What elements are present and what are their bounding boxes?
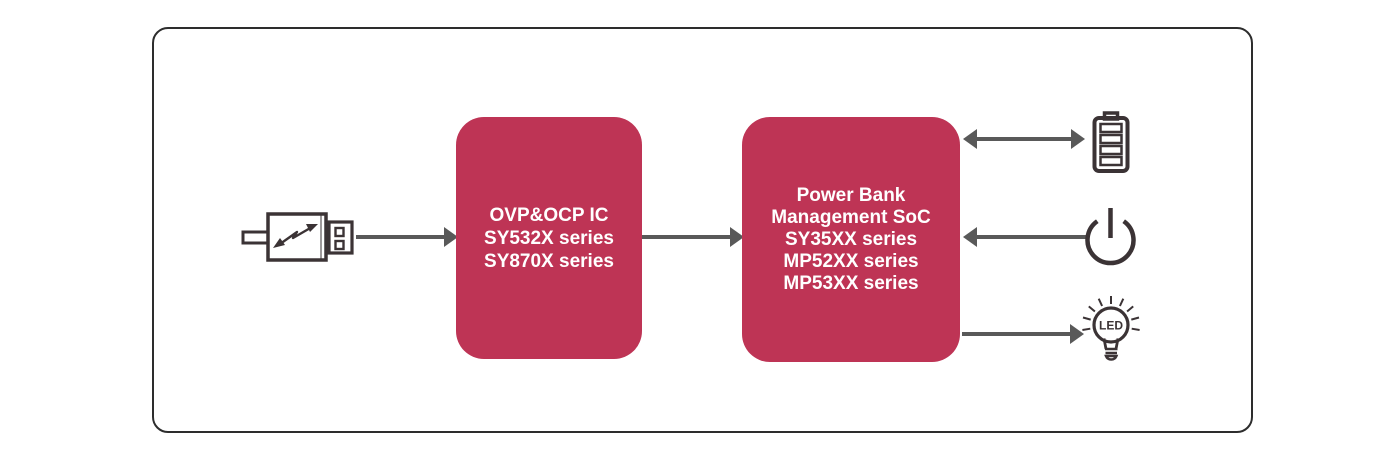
block-power-bank-management-soc: Power Bank Management SoC SY35XX series … xyxy=(742,117,960,362)
power-button-icon xyxy=(1085,208,1136,266)
battery-body xyxy=(1092,116,1130,173)
block-text-line: MP53XX series xyxy=(783,272,919,294)
bulb-base xyxy=(1105,347,1118,355)
block-text-line: Management SoC xyxy=(771,206,931,228)
usb-plug-body xyxy=(266,212,328,262)
usb-cable-stub xyxy=(241,230,270,245)
block-text-line: Power Bank xyxy=(796,184,906,206)
arrow-usb-to-ovp xyxy=(356,227,458,247)
bulb-cap xyxy=(1104,354,1119,361)
block-text-line: SY35XX series xyxy=(784,228,918,250)
usb-connector xyxy=(327,220,354,255)
block-text-line: OVP&OCP IC xyxy=(489,204,609,226)
diagram-frame xyxy=(152,27,1253,433)
block-text-line: SY532X series xyxy=(484,227,614,249)
bulb-glass xyxy=(1092,306,1130,344)
arrow-soc-to-led xyxy=(962,324,1084,344)
block-ovp-ocp-ic: OVP&OCP IC SY532X series SY870X series xyxy=(456,117,642,359)
led-bulb-icon: LED xyxy=(1082,296,1140,361)
lightning-bolt-icon xyxy=(273,224,318,248)
usb-pin-top xyxy=(334,226,345,238)
usb-plug-face xyxy=(320,213,328,261)
led-rays xyxy=(1082,296,1140,331)
bulb-neck xyxy=(1102,338,1120,350)
arrow-soc-battery-bidirectional xyxy=(963,129,1085,149)
battery-icon xyxy=(1092,111,1130,173)
led-label: LED xyxy=(1099,319,1123,333)
arrow-ovp-to-soc xyxy=(642,227,744,247)
arrow-power-button-to-soc xyxy=(963,227,1088,247)
block-text-line: MP52XX series xyxy=(783,250,919,272)
usb-pin-bottom xyxy=(334,239,345,251)
block-text-line: SY870X series xyxy=(484,250,614,272)
usb-charger-icon xyxy=(241,212,354,262)
